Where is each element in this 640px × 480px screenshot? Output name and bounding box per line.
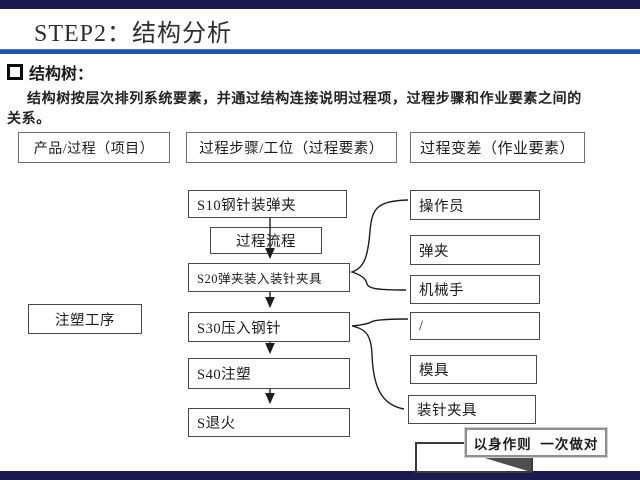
title-underline — [0, 49, 640, 54]
bottom-band — [0, 471, 640, 480]
flow-box-s20: S20弹夹装入装针夹具 — [188, 263, 350, 292]
body-text-line1: 结构树按层次排列系统要素，并通过结构连接说明过程项，过程步骤和作业要素之间的 — [27, 92, 582, 107]
brace-s30-elements — [351, 318, 409, 410]
flow-box-s40: S40注塑 — [188, 358, 350, 389]
square-bullet-icon — [7, 64, 23, 80]
element-box-robot: 机械手 — [410, 275, 540, 304]
header-box-process-step: 过程步骤/工位（过程要素） — [186, 132, 397, 163]
top-band — [0, 0, 640, 9]
motto-banner: 以身作则 一次做对 — [464, 427, 608, 458]
flow-box-process-flow: 过程流程 — [210, 227, 322, 254]
header-box-variance: 过程变差（作业要素） — [410, 132, 585, 163]
process-box-injection: 注塑工序 — [28, 304, 142, 334]
element-box-slash: / — [410, 312, 540, 340]
section-heading: 结构树： — [29, 66, 94, 83]
brace-s20-elements — [349, 199, 409, 291]
element-box-mold: 模具 — [410, 355, 537, 384]
flow-box-s-anneal: S退火 — [188, 408, 350, 437]
element-box-pin-fixture: 装针夹具 — [408, 395, 536, 424]
flow-box-s10: S10钢针装弹夹 — [188, 190, 347, 218]
element-box-operator: 操作员 — [410, 190, 540, 220]
section-heading-row: 结构树： — [7, 60, 93, 84]
body-text-line2: 关系。 — [7, 112, 51, 127]
element-box-clip: 弹夹 — [410, 235, 540, 265]
header-box-product: 产品/过程（项目） — [18, 132, 170, 163]
slide-title: STEP2：结构分析 — [34, 21, 233, 47]
flow-box-s30: S30压入钢针 — [188, 312, 350, 342]
